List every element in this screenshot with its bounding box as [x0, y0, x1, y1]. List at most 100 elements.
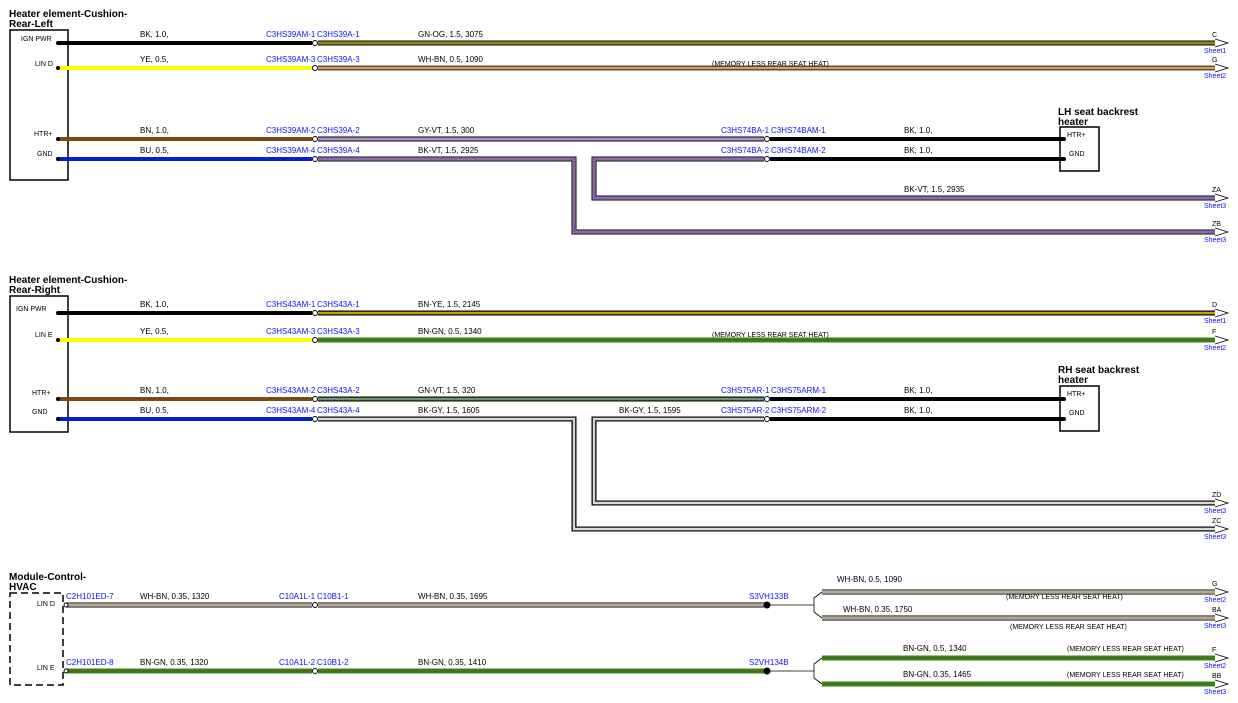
- label-bk-lh-htr: BK, 1.0,: [904, 126, 932, 135]
- rh-pin-gnd: GND: [1069, 410, 1085, 417]
- left-module-box: [9, 29, 69, 181]
- right-pin-ign-pwr: IGN PWR: [16, 306, 47, 313]
- note-memory-less-2: (MEMORY LESS REAR SEAT HEAT): [712, 332, 829, 339]
- conn-c3hs39am2: C3HS39AM-2: [266, 126, 316, 135]
- ref-letter-9: BA: [1212, 607, 1222, 614]
- note-memory-less-4: (MEMORY LESS REAR SEAT HEAT): [1010, 624, 1127, 631]
- right-pin-htr-plus: HTR+: [32, 390, 50, 397]
- ref-letter-2: ZA: [1212, 187, 1221, 194]
- label-bu-1: BU, 0.5,: [140, 146, 169, 155]
- splice-bracket-e: [813, 657, 823, 685]
- label-bk-gy-1605: BK-GY, 1.5, 1605: [418, 406, 480, 415]
- wire-bk-gy-1605: [318, 416, 1215, 532]
- right-module-box: [9, 295, 69, 433]
- splice-s3vh133b: S3VH133B: [749, 592, 789, 601]
- ref-sheet-5[interactable]: Sheet2: [1204, 345, 1226, 352]
- conn-c3hs43am2: C3HS43AM-2: [266, 386, 316, 395]
- off-sheet-arrow-11: [1214, 679, 1230, 689]
- conn-c3hs39am4: C3HS39AM-4: [266, 146, 316, 155]
- wire-bk-vt-2935: [591, 156, 1215, 201]
- conn-c3hs43am4: C3HS43AM-4: [266, 406, 316, 415]
- ref-sheet-0[interactable]: Sheet1: [1204, 48, 1226, 55]
- ref-letter-0: C: [1212, 32, 1217, 39]
- ref-letter-4: D: [1212, 302, 1217, 309]
- rh-heater-box: [1059, 385, 1100, 432]
- label-bu-2: BU, 0.5,: [140, 406, 169, 415]
- ref-sheet-11[interactable]: Sheet3: [1204, 689, 1226, 696]
- splice-bracket-d: [813, 591, 823, 619]
- lh-pin-gnd: GND: [1069, 151, 1085, 158]
- off-sheet-arrow-3: [1214, 227, 1230, 237]
- label-bk-1: BK, 1.0,: [140, 30, 168, 39]
- conn-c2h101ed7: C2H101ED-7: [66, 592, 114, 601]
- label-bk-vt-2925: BK-VT, 1.5, 2925: [418, 146, 479, 155]
- pin-dots-right: [56, 311, 1066, 421]
- left-pin-lin-d: LIN D: [35, 61, 53, 68]
- rh-heater-title-line1: RH seat backrest: [1058, 365, 1140, 376]
- right-module-title-line1: Heater element-Cushion-: [9, 275, 127, 286]
- inline-connectors-left: [312, 40, 770, 162]
- off-sheet-arrow-1: [1214, 63, 1230, 73]
- label-bn-2: BN, 1.0,: [140, 386, 169, 395]
- label-wh-bn-1090: WH-BN, 0.5, 1090: [418, 55, 483, 64]
- off-sheet-arrow-2: [1214, 193, 1230, 203]
- label-bk-rh-gnd: BK, 1.0,: [904, 406, 932, 415]
- ref-sheet-7[interactable]: Sheet3: [1204, 534, 1226, 541]
- label-gn-vt: GN-VT, 1.5, 320: [418, 386, 476, 395]
- ref-letter-8: G: [1212, 581, 1217, 588]
- label-bn-gn-1410: BN-GN, 0.35, 1410: [418, 658, 487, 667]
- ref-letter-11: BB: [1212, 673, 1222, 680]
- left-pin-htr-plus: HTR+: [34, 131, 52, 138]
- conn-c3hs43a3: C3HS43A-3: [317, 327, 360, 336]
- off-sheet-arrow-7: [1214, 524, 1230, 534]
- conn-c3hs74ba1: C3HS74BA-1: [721, 126, 770, 135]
- conn-c3hs43a4: C3HS43A-4: [317, 406, 360, 415]
- conn-c3hs43a2: C3HS43A-2: [317, 386, 360, 395]
- conn-c2h101ed8: C2H101ED-8: [66, 658, 114, 667]
- ref-sheet-3[interactable]: Sheet3: [1204, 237, 1226, 244]
- lh-heater-title-line1: LH seat backrest: [1058, 107, 1139, 118]
- ref-sheet-9[interactable]: Sheet3: [1204, 623, 1226, 630]
- off-sheet-arrow-4: [1214, 308, 1230, 318]
- conn-c10b1-2: C10B1-2: [317, 658, 349, 667]
- ref-letter-5: F: [1212, 329, 1216, 336]
- inline-connectors-hvac: [63, 602, 318, 674]
- splice-dot-e: [763, 667, 771, 675]
- label-bk-gy-1595: BK-GY, 1.5, 1595: [619, 406, 681, 415]
- label-bk-rh-htr: BK, 1.0,: [904, 386, 932, 395]
- conn-c3hs39a1: C3HS39A-1: [317, 30, 360, 39]
- ref-sheet-2[interactable]: Sheet3: [1204, 203, 1226, 210]
- ref-letter-7: ZC: [1212, 518, 1221, 525]
- right-pin-gnd: GND: [32, 409, 48, 416]
- ref-sheet-4[interactable]: Sheet1: [1204, 318, 1226, 325]
- splice-s2vh134b: S2VH134B: [749, 658, 789, 667]
- conn-c3hs74ba2: C3HS74BA-2: [721, 146, 770, 155]
- wire-bk-vt-2925: [318, 156, 1215, 235]
- note-memory-less-1: (MEMORY LESS REAR SEAT HEAT): [712, 61, 829, 68]
- wire-bk-gy-1595: [591, 416, 1215, 506]
- ref-sheet-10[interactable]: Sheet2: [1204, 663, 1226, 670]
- lh-heater-title-line2: heater: [1058, 117, 1088, 128]
- label-bn-gn-1340: BN-GN, 0.5, 1340: [418, 327, 482, 336]
- off-sheet-arrow-9: [1214, 613, 1230, 623]
- label-gy-vt: GY-VT, 1.5, 300: [418, 126, 475, 135]
- conn-c3hs75ar2: C3HS75AR-2: [721, 406, 770, 415]
- conn-c3hs43am1: C3HS43AM-1: [266, 300, 316, 309]
- ref-sheet-6[interactable]: Sheet3: [1204, 508, 1226, 515]
- ref-letter-10: F: [1212, 647, 1216, 654]
- note-memory-less-3: (MEMORY LESS REAR SEAT HEAT): [1006, 594, 1123, 601]
- left-pin-ign-pwr: IGN PWR: [21, 36, 52, 43]
- ref-letter-6: ZD: [1212, 492, 1221, 499]
- label-wh-bn-1695: WH-BN, 0.35, 1695: [418, 592, 488, 601]
- conn-c3hs39a3: C3HS39A-3: [317, 55, 360, 64]
- splice-dot-d: [763, 601, 771, 609]
- conn-c3hs39am1: C3HS39AM-1: [266, 30, 316, 39]
- note-memory-less-6: (MEMORY LESS REAR SEAT HEAT): [1067, 672, 1184, 679]
- ref-sheet-8[interactable]: Sheet2: [1204, 597, 1226, 604]
- ref-sheet-1[interactable]: Sheet2: [1204, 73, 1226, 80]
- right-module-title-line2: Rear-Right: [9, 285, 61, 296]
- ref-letter-1: G: [1212, 57, 1217, 64]
- conn-c10b1-1: C10B1-1: [317, 592, 349, 601]
- right-pin-lin-e: LIN E: [35, 332, 53, 339]
